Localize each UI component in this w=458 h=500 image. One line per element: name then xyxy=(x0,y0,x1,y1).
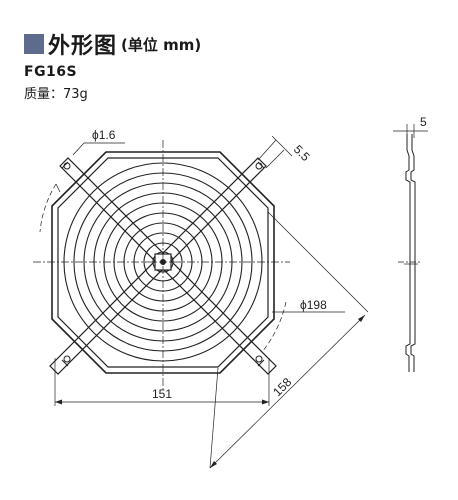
side-thickness-dimension xyxy=(393,124,428,138)
ring-diameter-dimension xyxy=(39,183,345,353)
model-name: FG16S xyxy=(24,64,78,80)
slot-width-label: 5.5 xyxy=(291,142,313,164)
wire-diameter-leader xyxy=(72,142,125,156)
page-header: 外形图 (单位 mm) xyxy=(24,28,201,60)
guard-inner-frame xyxy=(57,157,269,368)
unit-label: (单位 mm) xyxy=(121,35,202,54)
width-dimension xyxy=(54,358,270,406)
diagonal-dimension xyxy=(209,211,369,469)
center-lines xyxy=(33,140,290,390)
guard-side-view xyxy=(398,134,422,372)
wire-diameter-label: ϕ1.6 xyxy=(92,128,116,142)
mounting-holes xyxy=(63,162,263,363)
diagonal-label: 158 xyxy=(270,375,294,399)
width-label: 151 xyxy=(152,387,172,401)
mounting-straps xyxy=(49,157,277,375)
header-square-icon xyxy=(24,34,44,54)
guard-outer-frame xyxy=(51,151,275,374)
ring-diameter-label: ϕ198 xyxy=(300,298,327,312)
slot-width-dimension xyxy=(257,135,293,169)
page-title: 外形图 xyxy=(48,34,118,59)
mass-label: 质量：73g xyxy=(24,87,88,102)
side-thickness-label: 5 xyxy=(420,115,427,129)
